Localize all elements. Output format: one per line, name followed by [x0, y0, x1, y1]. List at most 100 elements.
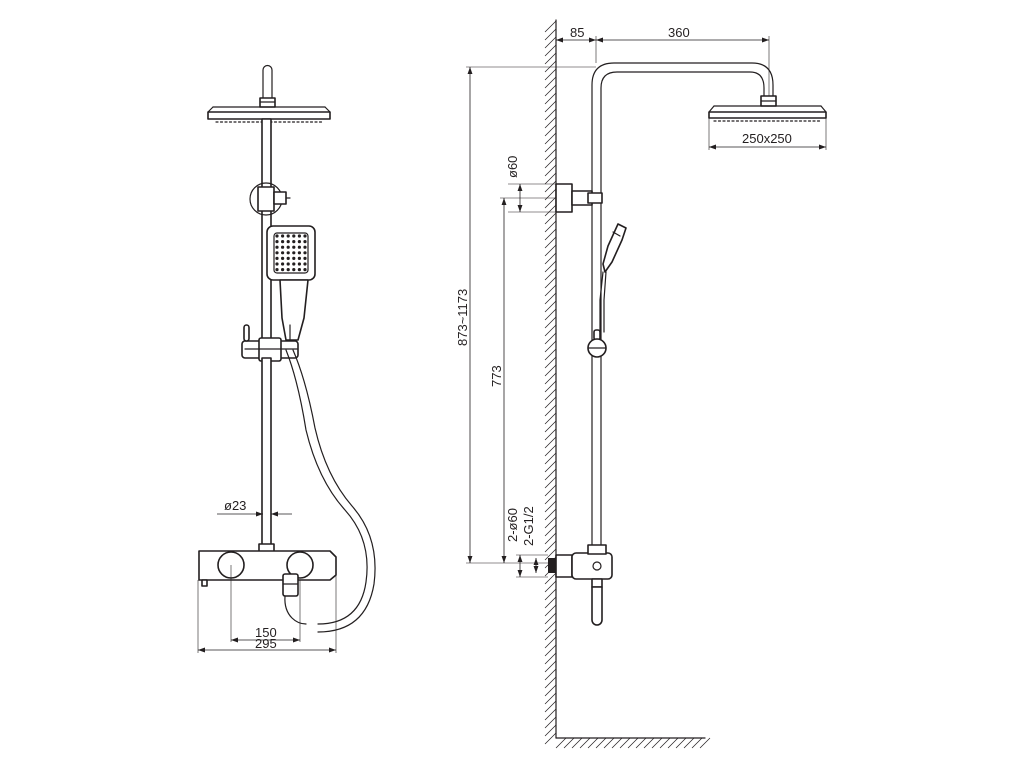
hatch-line — [544, 452, 557, 465]
front-hand-shower-holder — [249, 182, 291, 216]
hatch-line — [544, 308, 557, 321]
hatch-line — [544, 428, 557, 441]
hatch-line — [544, 52, 557, 65]
dim-front-width: 150 295 — [197, 565, 337, 653]
hatch-line — [544, 492, 557, 505]
hatch-line — [544, 660, 557, 673]
hatch-line — [555, 737, 567, 749]
dim-rail-height-label: 773 — [489, 365, 504, 387]
hatch-line — [544, 516, 557, 529]
hatch-line — [544, 204, 557, 217]
front-rain-shower-head — [207, 64, 331, 123]
hatch-line — [544, 228, 557, 241]
nozzle-dot — [286, 262, 290, 266]
nozzle-dot — [303, 268, 307, 272]
hatch-line — [544, 444, 557, 457]
hatch-line — [544, 372, 557, 385]
nozzle-dot — [286, 234, 290, 238]
hatch-line — [544, 684, 557, 697]
hatch-line — [544, 316, 557, 329]
hatch-line — [544, 508, 557, 521]
hatch-line — [544, 60, 557, 73]
hatch-line — [544, 620, 557, 633]
hatch-line — [544, 676, 557, 689]
hatch-line — [544, 436, 557, 449]
nozzle-dot — [303, 251, 307, 255]
hatch-line — [544, 420, 557, 433]
hatch-line — [579, 737, 591, 749]
nozzle-dot — [275, 240, 279, 244]
dim-bracket-diameter-label: ø60 — [505, 156, 520, 178]
nozzle-dot — [303, 256, 307, 260]
front-mixer-body — [198, 550, 337, 625]
hatch-line — [544, 220, 557, 233]
hatch-line — [544, 236, 557, 249]
hatch-line — [544, 572, 557, 585]
hatch-line — [544, 340, 557, 353]
nozzle-dot — [292, 245, 296, 249]
hatch-line — [544, 148, 557, 161]
hatch-line — [544, 164, 557, 177]
dim-rail-height: 773 — [489, 198, 507, 563]
nozzle-dot — [275, 251, 279, 255]
hatch-line — [544, 124, 557, 137]
hatch-line — [544, 356, 557, 369]
hatch-line — [544, 548, 557, 561]
hatch-line — [544, 484, 557, 497]
hatch-line — [544, 700, 557, 713]
dim-head-size-label: 250x250 — [742, 131, 792, 146]
hatch-line — [544, 540, 557, 553]
hatch-line — [544, 636, 557, 649]
hatch-line — [544, 644, 557, 657]
hatch-line — [691, 737, 703, 749]
dim-overall-height: 873~1173 — [455, 66, 596, 564]
side-rain-shower-head — [708, 95, 827, 122]
hatch-line — [544, 388, 557, 401]
nozzle-dot — [281, 268, 285, 272]
hatch-line — [699, 737, 711, 749]
hatch-line — [544, 76, 557, 89]
nozzle-dot — [281, 256, 285, 260]
nozzle-dot — [292, 251, 296, 255]
nozzle-dot — [297, 256, 301, 260]
hatch-line — [544, 476, 557, 489]
wall — [544, 19, 711, 749]
nozzle-dot — [275, 245, 279, 249]
dim-centre-spacing-label: 150 — [255, 625, 277, 640]
hatch-line — [544, 100, 557, 113]
nozzle-dot — [297, 245, 301, 249]
nozzle-dot — [297, 240, 301, 244]
dim-height-range-label: 873~1173 — [455, 289, 470, 346]
hatch-line — [544, 284, 557, 297]
nozzle-dot — [292, 234, 296, 238]
nozzle-dot — [303, 234, 307, 238]
hatch-line — [544, 68, 557, 81]
hatch-line — [544, 252, 557, 265]
nozzle-dot — [275, 256, 279, 260]
side-view: 85 360 250x250 873~1173 ø60 773 — [455, 19, 827, 749]
hatch-line — [544, 332, 557, 345]
hatch-line — [544, 212, 557, 225]
dim-flange-thread: 2-ø60 2-G1/2 — [505, 506, 548, 578]
hatch-line — [544, 364, 557, 377]
dim-side-top: 85 360 — [555, 25, 770, 96]
nozzle-dot — [275, 234, 279, 238]
dim-rail-diameter: ø23 — [217, 498, 292, 517]
front-rail-connector — [241, 324, 299, 362]
wall-hatching — [544, 20, 557, 745]
hatch-line — [675, 737, 687, 749]
hatch-line — [544, 44, 557, 57]
dim-wall-offset-label: 85 — [570, 25, 584, 40]
nozzle-dot — [303, 245, 307, 249]
hatch-line — [544, 300, 557, 313]
side-riser-and-arm — [591, 62, 774, 551]
hatch-line — [544, 460, 557, 473]
front-hand-shower — [266, 225, 316, 341]
nozzle-dot — [303, 240, 307, 244]
hatch-line — [544, 244, 557, 257]
side-hand-shower — [587, 223, 627, 358]
nozzle-dot — [281, 245, 285, 249]
dim-rail-diameter-label: ø23 — [224, 498, 246, 513]
nozzle-dot — [286, 245, 290, 249]
hatch-line — [544, 412, 557, 425]
